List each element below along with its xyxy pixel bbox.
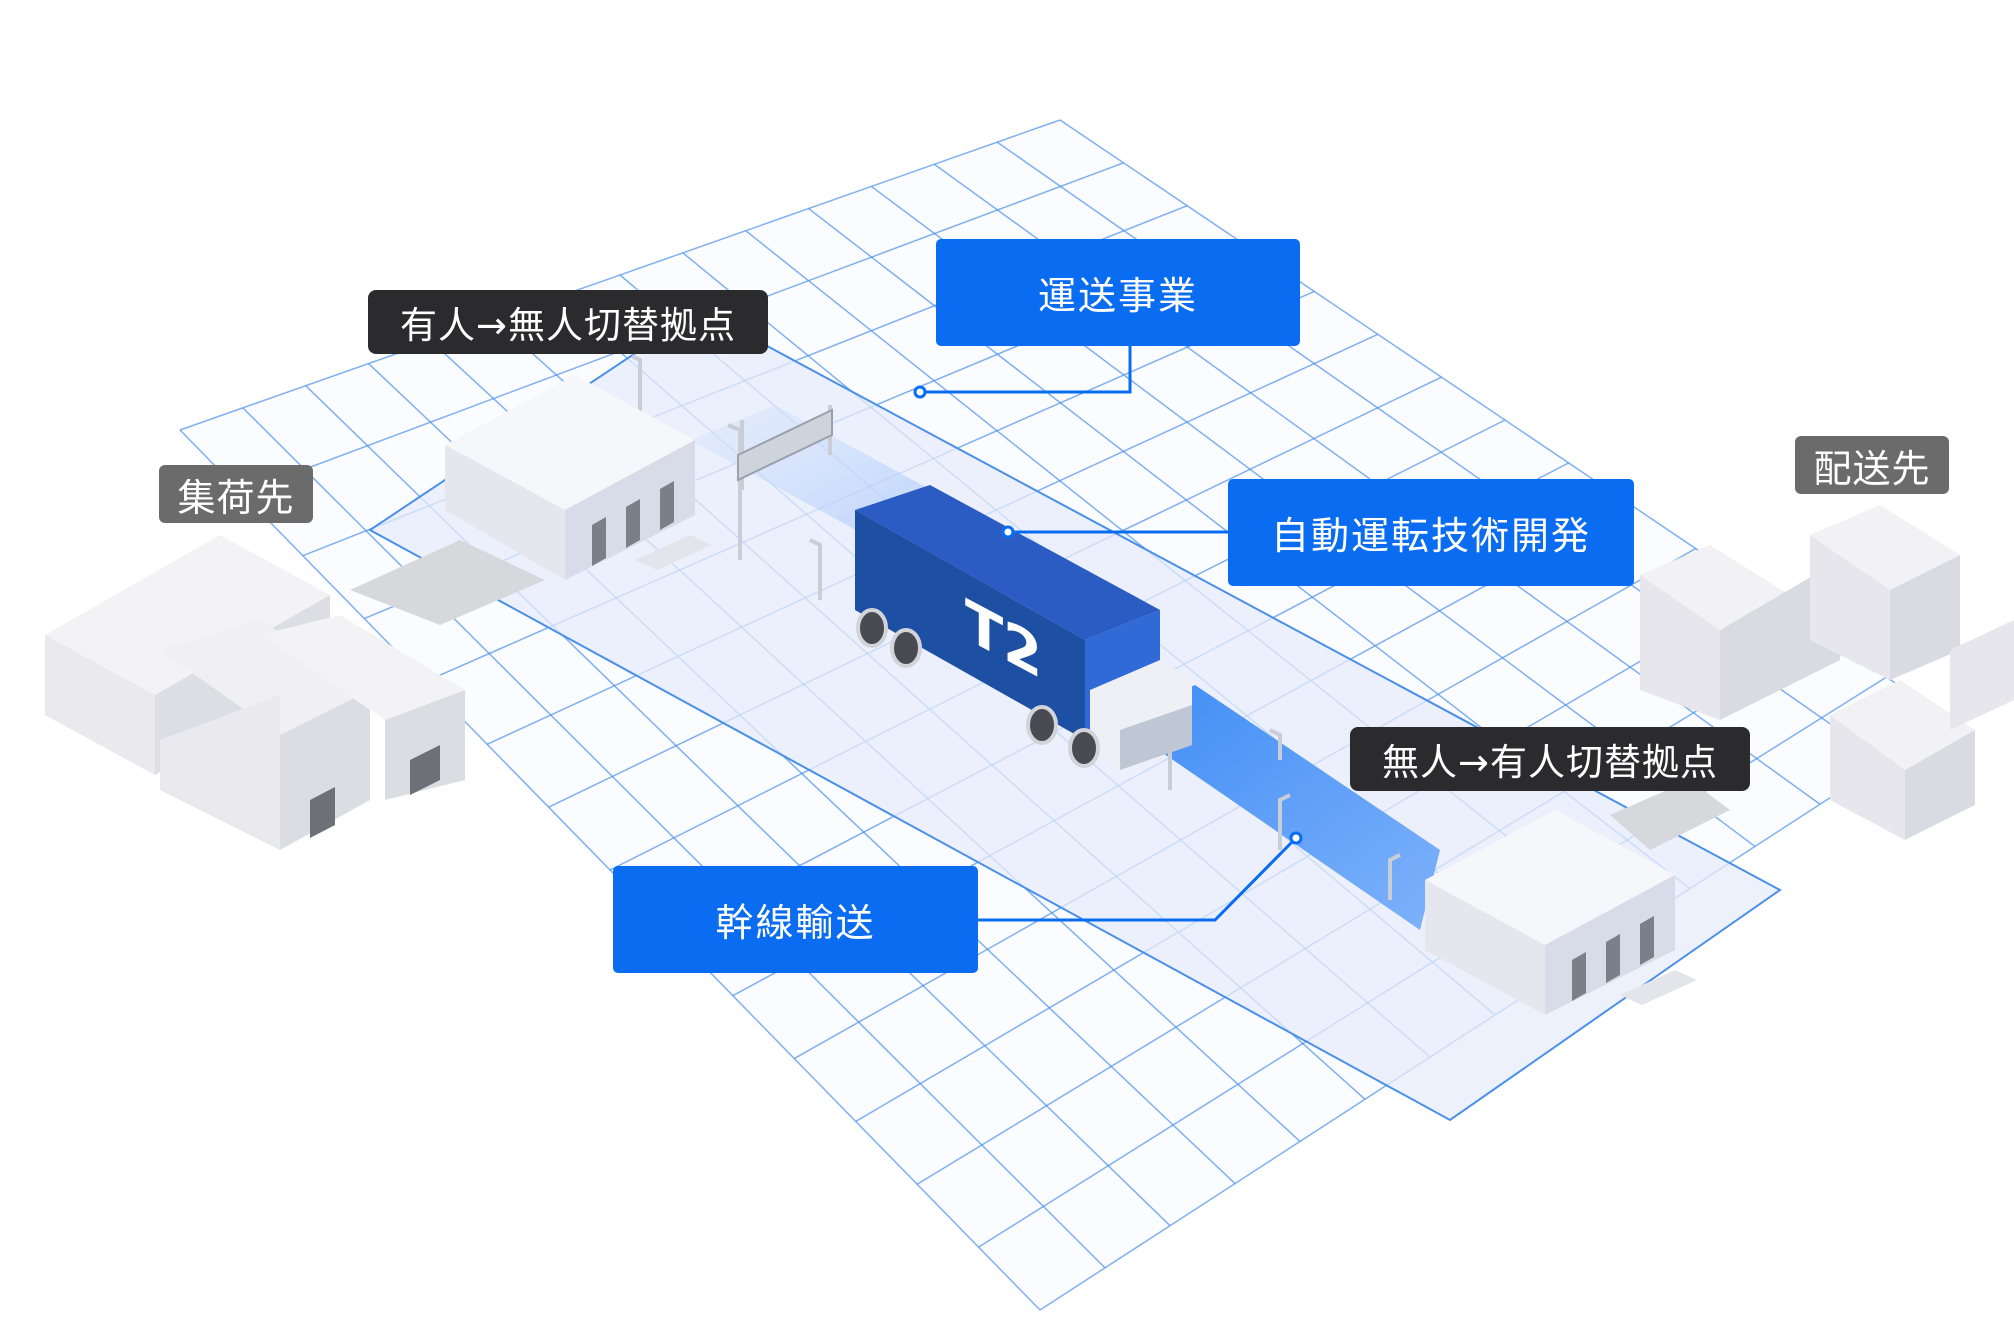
shed-wall: [160, 695, 280, 850]
house-wall: [1890, 555, 1960, 680]
connector-trunk-transport: [975, 836, 1298, 922]
lamp-post: [1388, 853, 1401, 900]
label-transport-business: 運送事業: [936, 239, 1300, 346]
shed-roof: [160, 620, 370, 735]
autonomous-truck: T2: [855, 485, 1192, 770]
lamp-post: [809, 538, 822, 600]
connector-dot: [1289, 831, 1303, 845]
roof: [1425, 810, 1675, 945]
house-wall: [1950, 620, 2014, 730]
trailer-top: [855, 485, 1160, 640]
label-unmanned-to-manned: 無人→有人切替拠点: [1350, 727, 1750, 791]
connector-dot: [913, 385, 927, 399]
connector-transport-business: [920, 345, 1132, 394]
roof: [445, 375, 695, 510]
truck-cab-lower: [1120, 705, 1192, 770]
lamp-post: [1269, 728, 1282, 760]
pallets: [1620, 970, 1697, 1005]
house-wall: [1810, 535, 1890, 680]
connector-dots: [913, 385, 1303, 845]
wheel: [890, 628, 922, 668]
label-manned-to-unmanned: 有人→無人切替拠点: [368, 290, 768, 354]
shed-door: [310, 787, 335, 838]
hub-building-left: [445, 375, 712, 580]
label-trunk-transport: 幹線輸送: [613, 866, 978, 973]
access-road-right: [1610, 780, 1730, 850]
shed-roof: [260, 615, 465, 720]
label-pickup: 集荷先: [159, 465, 313, 523]
connector-dot: [1001, 525, 1015, 539]
wall-left: [1425, 880, 1545, 1015]
road-segment-lower: [1115, 685, 1440, 930]
warehouse-wall: [45, 635, 155, 775]
dock-door: [1572, 952, 1586, 1001]
lamp-post: [631, 354, 642, 420]
house-wall: [1830, 715, 1905, 840]
wall-left: [445, 445, 565, 580]
trailer-side: [855, 510, 1085, 740]
dock-door: [660, 481, 674, 530]
wheel: [1068, 728, 1100, 768]
truck-wheels: [856, 608, 1100, 768]
delivery-houses: [1640, 505, 2014, 840]
house-roof: [1810, 505, 1960, 590]
house-roof: [1640, 545, 1790, 630]
house-wall: [1640, 575, 1720, 720]
access-road-left: [350, 540, 545, 625]
house-roof: [1830, 680, 1975, 770]
wheel: [856, 608, 888, 648]
label-autonomous-driving-dev: 自動運転技術開発: [1228, 479, 1634, 586]
dock-door: [592, 517, 606, 566]
pickup-warehouses: [45, 535, 465, 850]
dock-door: [1640, 916, 1654, 965]
wheel: [1026, 705, 1058, 745]
shed-wall: [385, 690, 465, 800]
house-wall: [1905, 730, 1975, 840]
hub-building-right: [1425, 810, 1697, 1015]
warehouse-roof: [45, 535, 330, 695]
connector-lines: [920, 345, 1298, 922]
lamp-post: [1278, 793, 1291, 850]
shed-wall: [280, 690, 370, 850]
label-delivery: 配送先: [1795, 436, 1949, 494]
shed-door: [410, 745, 440, 795]
pallets: [635, 535, 712, 570]
sign-gantry: [737, 405, 833, 490]
dock-door: [626, 499, 640, 548]
dock-door: [1606, 934, 1620, 983]
